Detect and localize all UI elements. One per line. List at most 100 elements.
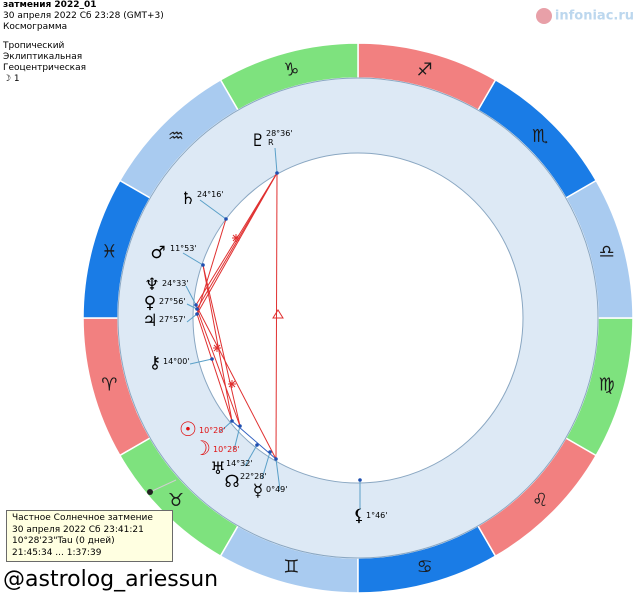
eclipse-marker[interactable] — [147, 489, 153, 495]
logo-icon — [535, 8, 552, 24]
venus-position-dot — [195, 307, 199, 311]
saturn-pointer — [199, 199, 227, 220]
tooltip-line-2: 30 апреля 2022 Сб 23:41:21 — [12, 524, 144, 535]
jupiter-pointer — [186, 313, 198, 323]
pluto-retrograde-mark: R — [268, 138, 274, 147]
node-glyph[interactable]: ☊ — [224, 472, 239, 492]
sign-glyph-virgo: ♍ — [599, 375, 615, 396]
lilith-degree-label: 1°46' — [366, 511, 387, 520]
sun-glyph[interactable]: ☉ — [179, 417, 197, 441]
venus-degree-label: 27°56' — [159, 297, 186, 306]
chiron-degree-label: 14°00' — [163, 357, 190, 366]
aspect-square-marker-1 — [213, 344, 221, 352]
neptune-degree-label: 24°33' — [162, 279, 189, 288]
venus-glyph[interactable]: ♀ — [144, 293, 156, 313]
aspect-line-jupiter-sun — [196, 313, 233, 422]
sun-position-dot — [230, 419, 234, 423]
aspect-line-venus-moon — [196, 308, 241, 427]
zodiac-type: Тропический — [3, 41, 65, 51]
chiron-position-dot — [210, 357, 214, 361]
chiron-pointer — [189, 358, 213, 365]
sign-glyph-aries: ♈ — [101, 375, 117, 396]
sign-glyph-gemini: ♊ — [283, 557, 299, 578]
mars-position-dot — [201, 263, 205, 267]
moon-position-dot — [238, 424, 242, 428]
uranus-degree-label: 14°32' — [226, 459, 253, 468]
uranus-pointer — [244, 444, 258, 467]
pluto-pointer — [274, 147, 278, 174]
uranus-position-dot — [255, 443, 259, 447]
moon-pointer — [233, 425, 241, 451]
sign-glyph-capricorn: ♑ — [283, 59, 299, 80]
chart-header: затмения 2022_01 30 апреля 2022 Сб 23:28… — [3, 0, 164, 85]
saturn-degree-label: 24°16' — [197, 190, 224, 199]
jupiter-position-dot — [195, 312, 199, 316]
jupiter-degree-label: 27°57' — [159, 315, 186, 324]
uranus-glyph[interactable]: ♅ — [210, 459, 225, 479]
mars-degree-label: 11°53' — [170, 244, 197, 253]
mercury-position-dot — [274, 457, 278, 461]
moon-degree-label: 10°28' — [213, 445, 240, 454]
watermark-logo: infoniac.ru — [535, 8, 634, 24]
aspect-line-mars-moon — [202, 264, 241, 427]
saturn-glyph[interactable]: ♄ — [180, 189, 195, 209]
mars-glyph[interactable]: ♂ — [150, 243, 165, 263]
aspect-square-marker-2 — [228, 380, 236, 388]
author-handle: @astrolog_ariessun — [3, 567, 219, 592]
pluto-degree-label: 28°36' — [266, 129, 293, 138]
moon-glyph[interactable]: ☽ — [193, 436, 211, 460]
chart-title: затмения 2022_01 — [3, 0, 97, 10]
aspect-line-neptune-mercury — [195, 304, 277, 460]
mercury-degree-label: 0°49' — [266, 485, 287, 494]
node-position-dot — [268, 450, 272, 454]
sign-glyph-taurus: ♉ — [168, 490, 184, 511]
eclipse-tooltip: Частное Солнечное затмение 30 апреля 202… — [6, 510, 173, 562]
planets: ♇28°36'R ♄24°16' ♂ 11°53' ♆24°33' ♀27°56'♃27°… — [142, 129, 387, 526]
node-pointer — [261, 451, 271, 480]
tooltip-line-1: Частное Солнечное затмение — [12, 513, 153, 523]
neptune-pointer — [185, 285, 197, 306]
aspect-trine-marker — [272, 309, 284, 319]
node-degree-label: 22°28' — [240, 472, 267, 481]
sun-degree-label: 10°28' — [199, 426, 226, 435]
jupiter-glyph[interactable]: ♃ — [142, 311, 157, 331]
sun-pointer — [219, 420, 233, 433]
sign-glyph-leo: ♌ — [532, 490, 548, 511]
pluto-glyph[interactable]: ♇ — [250, 131, 265, 151]
lilith-position-dot — [358, 478, 362, 482]
aspect-line-mars-sun — [202, 264, 233, 422]
sign-glyph-scorpio: ♏ — [532, 126, 548, 147]
sign-glyph-pisces: ♓ — [101, 241, 117, 262]
aspect-line-pluto-mercury — [275, 172, 278, 460]
aspect-lines — [195, 172, 284, 460]
inner-circle — [192, 152, 524, 484]
tooltip-line-4: 21:45:34 ... 1:37:39 — [12, 547, 102, 558]
venus-pointer — [186, 303, 198, 310]
chiron-glyph[interactable]: ⚷ — [149, 353, 161, 373]
aspect-square-marker-0 — [232, 234, 240, 242]
tooltip-line-3: 10°28'23"Tau (0 дней) — [12, 536, 115, 546]
sign-glyph-aquarius: ♒ — [168, 126, 184, 147]
page-indicator[interactable]: ☽ 1 — [3, 74, 20, 84]
sign-glyph-libra: ♎ — [599, 241, 615, 262]
neptune-glyph[interactable]: ♆ — [144, 275, 159, 295]
mars-pointer — [182, 252, 204, 266]
aspect-line-pluto-jupiter — [196, 172, 278, 315]
lilith-glyph[interactable]: ⚸ — [353, 506, 365, 526]
coordinate-system: Эклиптикальная — [3, 52, 83, 62]
neptune-position-dot — [194, 303, 198, 307]
watermark-text: infoniac.ru — [554, 8, 634, 24]
chart-kind: Космограмма — [3, 22, 68, 32]
chart-datetime: 30 апреля 2022 Сб 23:28 (GMT+3) — [3, 11, 164, 21]
pluto-position-dot — [275, 171, 279, 175]
center-type: Геоцентрическая — [3, 63, 87, 73]
aspect-line-saturn-jupiter — [196, 218, 227, 315]
sign-glyph-cancer: ♋ — [417, 557, 433, 578]
sign-glyph-sagittarius: ♐ — [417, 59, 433, 80]
tooltip-pointer — [149, 479, 177, 493]
zodiac-ring: ♈ ♉ ♊ ♋ ♌ ♍ ♎ ♏ ♐ ♑ ♒ ♓ — [82, 42, 634, 594]
mercury-glyph[interactable]: ☿ — [253, 481, 263, 501]
saturn-position-dot — [224, 217, 228, 221]
mercury-pointer — [275, 458, 281, 491]
